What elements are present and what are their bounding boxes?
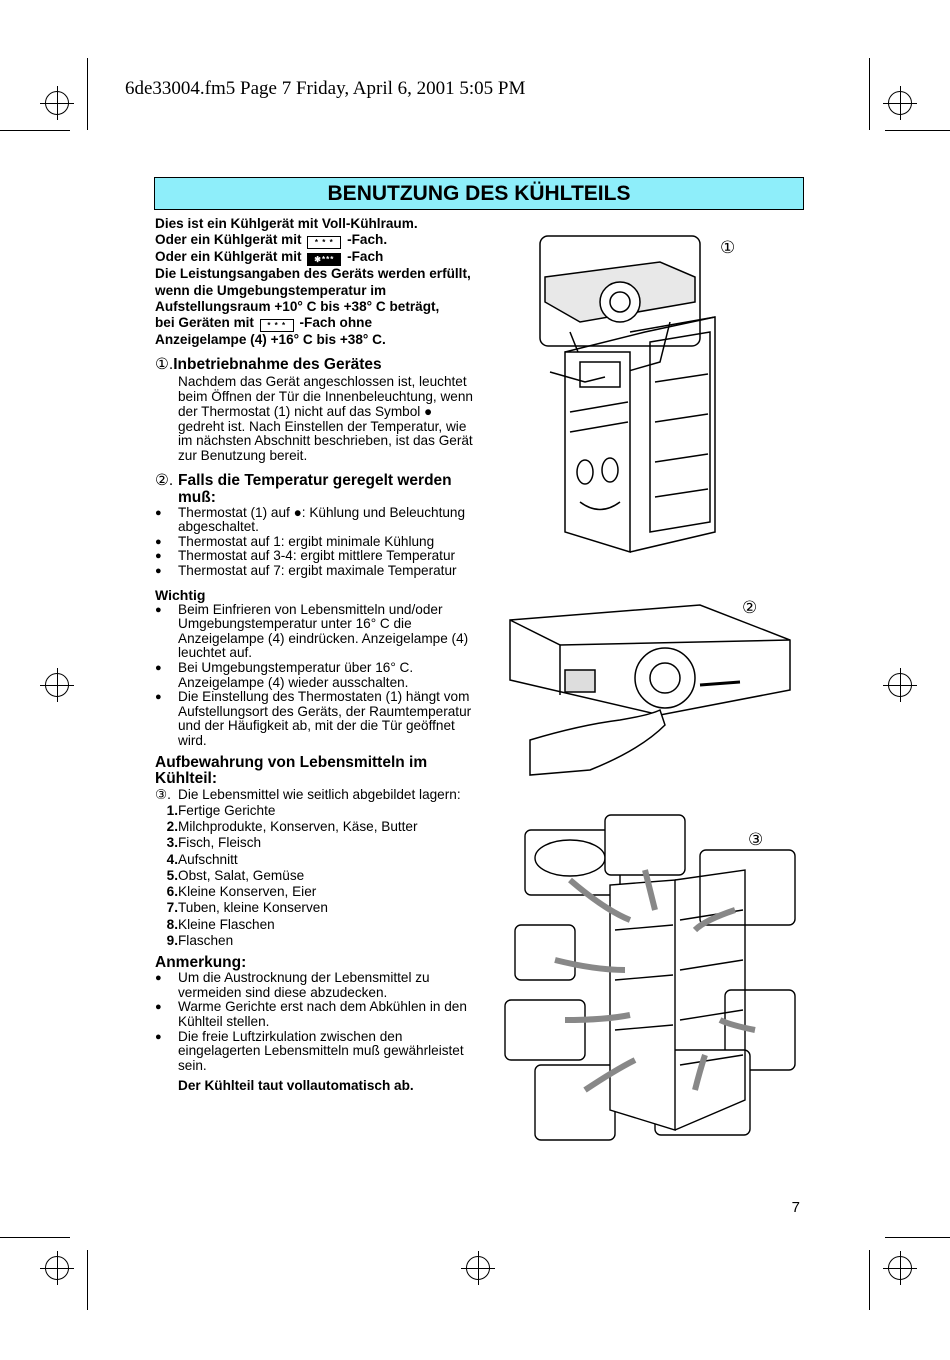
list-item: 5.Obst, Salat, Gemüse <box>166 867 305 883</box>
crop-mark <box>87 1250 88 1310</box>
list-item: Bei Umgebungstemperatur über 16° C. Anze… <box>155 660 475 690</box>
crop-mark <box>869 1250 870 1310</box>
note-final: Der Kühlteil taut vollautomatisch ab. <box>178 1078 414 1094</box>
list-item: 1.Fertige Gerichte <box>166 802 276 818</box>
wichtig-list: Beim Einfrieren von Lebensmitteln und/od… <box>155 602 475 749</box>
intro-line: Oder ein Kühlgerät mit * * * -Fach. <box>155 232 388 250</box>
wichtig-heading: Wichtig <box>155 586 206 603</box>
intro-block: Dies ist ein Kühlgerät mit Voll-Kühlraum… <box>155 216 475 348</box>
list-item: 4.Aufschnitt <box>166 851 238 867</box>
section2-list: Thermostat (1) auf ●: Kühlung und Beleuc… <box>155 505 475 579</box>
freezer-dark-icon: ✱*** <box>307 253 342 267</box>
intro-line: Dies ist ein Kühlgerät mit Voll-Kühlraum… <box>155 216 418 231</box>
crop-mark <box>0 1237 70 1238</box>
registration-mark <box>883 1251 917 1285</box>
file-header: 6de33004.fm5 Page 7 Friday, April 6, 200… <box>125 78 526 99</box>
intro-line: bei Geräten mit * * * -Fach ohne <box>155 315 373 333</box>
note-heading: Anmerkung: <box>155 954 247 972</box>
section1-heading: ①.Inbetriebnahme des Gerätes <box>155 356 382 374</box>
list-item: Thermostat (1) auf ●: Kühlung und Beleuc… <box>155 505 475 535</box>
list-item: 7.Tuben, kleine Konserven <box>166 900 328 916</box>
list-item: Die Einstellung des Thermostaten (1) hän… <box>155 689 475 748</box>
list-item: Thermostat auf 7: ergibt maximale Temper… <box>155 563 475 579</box>
list-item: 2.Milchprodukte, Konserven, Käse, Butter <box>166 818 418 834</box>
list-item: Die freie Luftzirkulation zwischen den e… <box>155 1029 475 1074</box>
figure-storage-layout <box>504 814 796 1141</box>
figure-number: ③ <box>748 830 764 849</box>
figure-fridge-thermostat <box>539 235 716 554</box>
list-item: Thermostat auf 3-4: ergibt mittlere Temp… <box>155 549 475 564</box>
list-item: 3.Fisch, Fleisch <box>166 835 262 851</box>
storage-lead: ③.Die Lebensmittel wie seitlich abgebild… <box>155 786 461 802</box>
note-list: Um die Austrocknung der Lebensmittel zu … <box>155 970 475 1074</box>
figure-number: ② <box>742 598 758 617</box>
intro-line: Die Leistungsangaben des Geräts werden e… <box>155 266 471 314</box>
freezer-star-icon: * * * <box>307 236 342 250</box>
list-item: Beim Einfrieren von Lebensmitteln und/od… <box>155 602 475 661</box>
list-item: 6.Kleine Konserven, Eier <box>166 884 317 900</box>
crop-mark <box>885 1237 950 1238</box>
page-title: BENUTZUNG DES KÜHLTEILS <box>154 177 804 210</box>
intro-line: Anzeigelampe (4) +16° C bis +38° C. <box>155 332 386 348</box>
registration-mark <box>40 1251 74 1285</box>
crop-mark <box>87 58 88 130</box>
figure-control-unit <box>509 604 791 776</box>
page-number: 7 <box>791 1199 800 1216</box>
list-item: Thermostat auf 1: ergibt minimale Kühlun… <box>155 534 475 550</box>
intro-line: Oder ein Kühlgerät mit ✱*** -Fach <box>155 249 384 267</box>
storage-heading: Aufbewahrung von Lebensmitteln im Kühlte… <box>155 753 428 787</box>
section1-text: Nachdem das Gerät angeschlossen ist, leu… <box>178 374 473 463</box>
section2-heading: ②.Falls die Temperatur geregelt werden m… <box>155 471 452 506</box>
crop-mark <box>869 58 870 130</box>
storage-list: 1.Fertige Gerichte 2.Milchprodukte, Kons… <box>155 803 475 950</box>
list-item: Warme Gerichte erst nach dem Abkühlen in… <box>155 1000 475 1029</box>
freezer-star-icon: * * * <box>259 319 294 333</box>
registration-mark <box>883 668 917 702</box>
figure-number: ① <box>720 238 736 257</box>
main-text-column: Dies ist ein Kühlgerät mit Voll-Kühlraum… <box>155 216 475 1094</box>
list-item: Um die Austrocknung der Lebensmittel zu … <box>155 970 475 1000</box>
list-item: 8.Kleine Flaschen <box>166 916 275 932</box>
list-item: 9.Flaschen <box>166 932 234 948</box>
registration-mark <box>40 86 74 120</box>
crop-mark <box>885 130 950 131</box>
registration-mark <box>40 668 74 702</box>
registration-mark <box>883 86 917 120</box>
crop-mark <box>0 130 70 131</box>
registration-mark <box>461 1251 495 1285</box>
